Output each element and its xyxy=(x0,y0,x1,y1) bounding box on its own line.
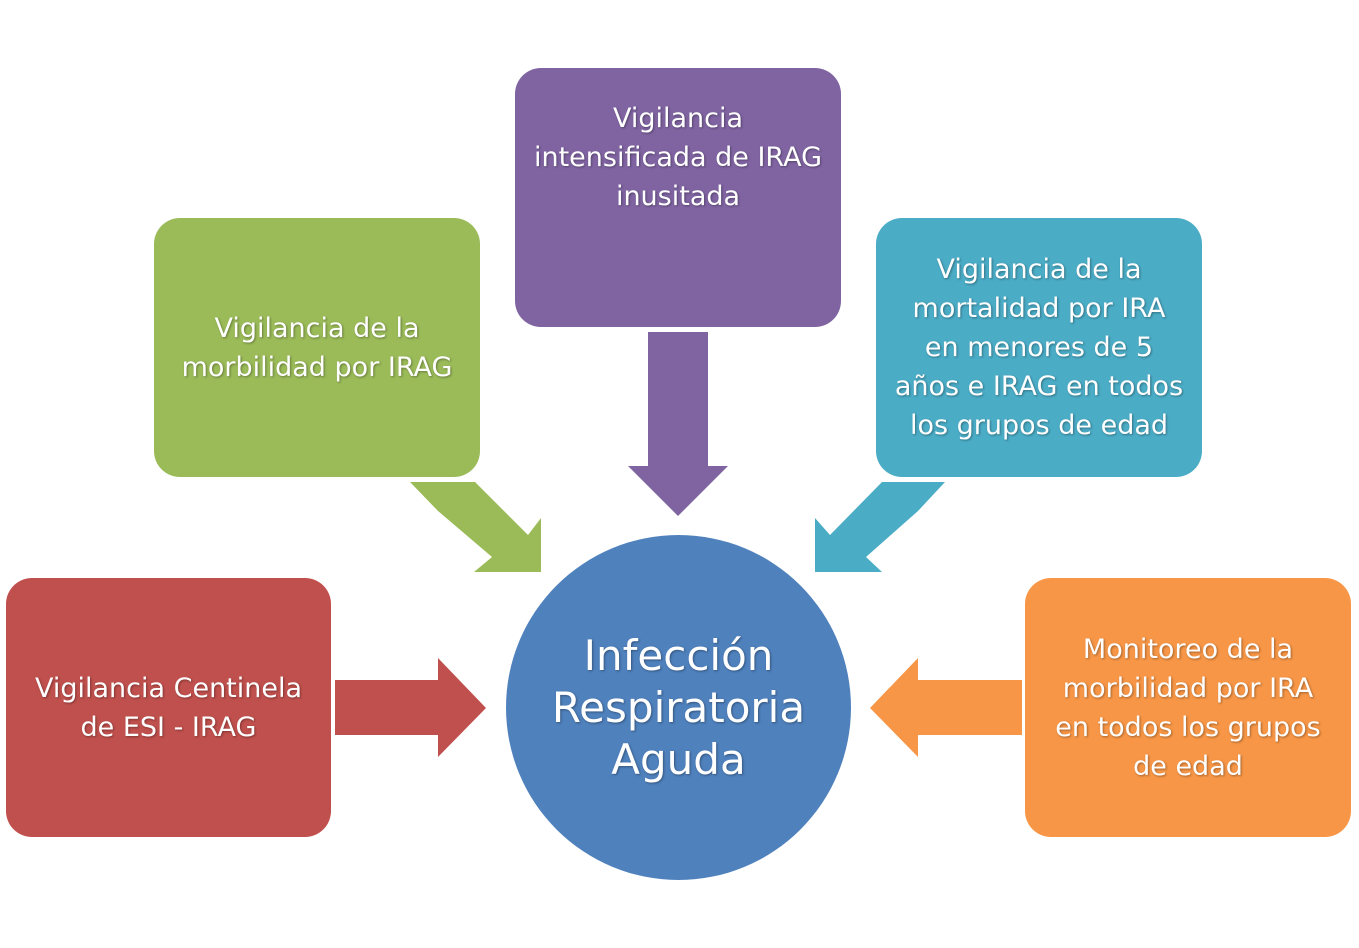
box-label: Monitoreo de la morbilidad por IRA en to… xyxy=(1055,633,1321,782)
box-vigilancia-centinela: Vigilancia Centinela de ESI - IRAG xyxy=(6,578,331,837)
box-label: Vigilancia de la mortalidad por IRA en m… xyxy=(894,254,1184,441)
arrow-orange xyxy=(870,658,1022,757)
arrow-red xyxy=(335,658,486,757)
box-irag-inusitada: Vigilancia intensificada de IRAG inusita… xyxy=(515,68,841,327)
arrow-blue xyxy=(815,482,945,572)
arrow-green xyxy=(410,482,541,572)
box-monitoreo-morbilidad-ira: Monitoreo de la morbilidad por IRA en to… xyxy=(1025,578,1351,837)
arrow-purple xyxy=(628,332,728,516)
box-label: Vigilancia intensificada de IRAG inusita… xyxy=(533,103,823,212)
box-mortalidad-ira: Vigilancia de la mortalidad por IRA en m… xyxy=(876,218,1202,477)
box-label: Vigilancia Centinela de ESI - IRAG xyxy=(34,672,303,743)
center-label: Infección Respiratoria Aguda xyxy=(551,630,806,784)
box-morbilidad-irag: Vigilancia de la morbilidad por IRAG xyxy=(154,218,480,477)
center-circle: Infección Respiratoria Aguda xyxy=(506,535,851,880)
box-label: Vigilancia de la morbilidad por IRAG xyxy=(181,312,453,383)
